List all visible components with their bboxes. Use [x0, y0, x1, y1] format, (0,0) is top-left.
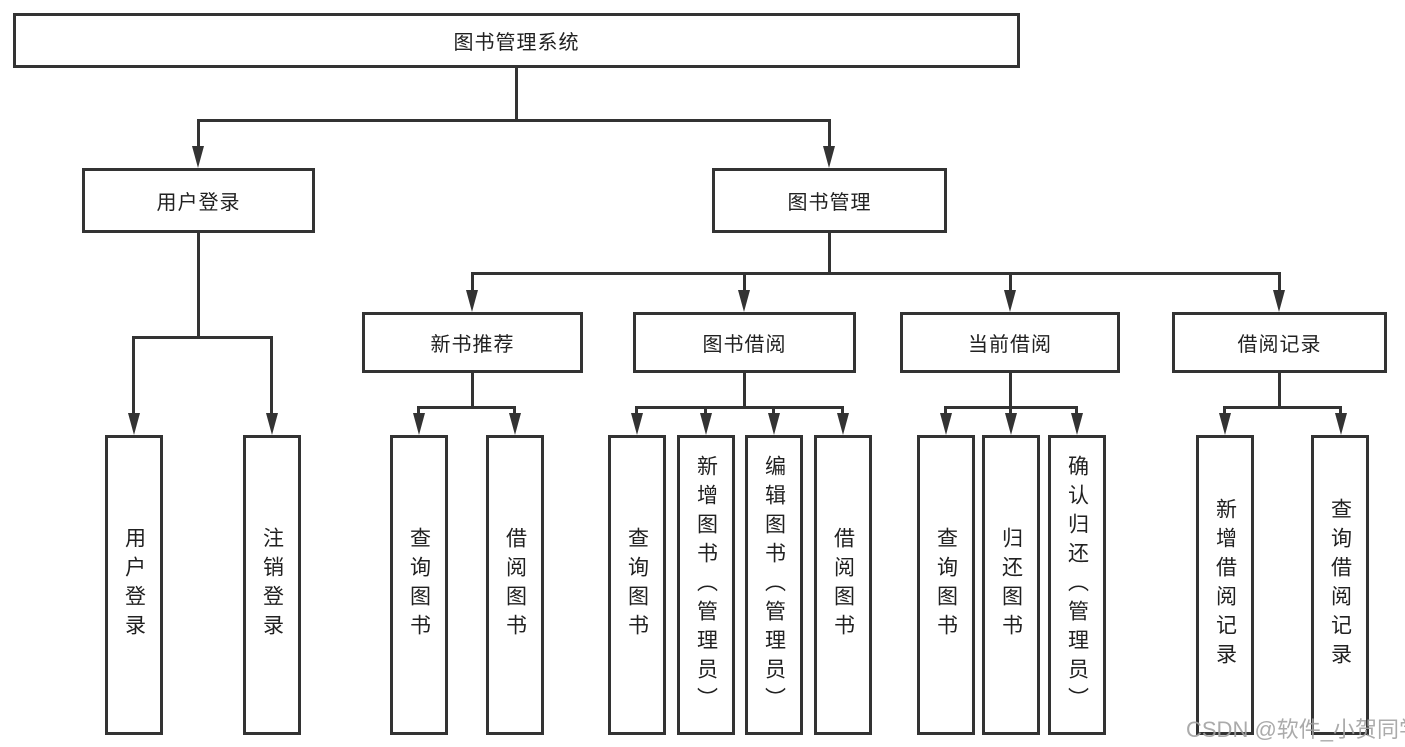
- leaf-label: 查询图书: [625, 527, 649, 643]
- arrow-down-icon: [940, 413, 952, 435]
- arrow-down-icon: [1004, 290, 1016, 312]
- leaf-borrow-books: 借阅图书: [814, 435, 872, 735]
- node-book-management: 图书管理: [712, 168, 947, 233]
- connector-book-mgmt-bar: [471, 272, 1281, 275]
- connector-drop: [704, 406, 707, 418]
- node-new-book-recommend-label: 新书推荐: [430, 334, 515, 356]
- connector-drop: [471, 272, 474, 296]
- leaf-logout: 注销登录: [243, 435, 301, 735]
- leaf-edit-books-admin: 编辑图书（管理员）: [745, 435, 803, 735]
- connector-drop: [1075, 406, 1078, 418]
- leaf-label: 新增图书（管理员）: [694, 454, 718, 716]
- leaf-query-books-borrow: 查询图书: [608, 435, 666, 735]
- node-book-borrow: 图书借阅: [633, 312, 856, 373]
- node-book-borrow-label: 图书借阅: [702, 334, 787, 356]
- node-new-book-recommend: 新书推荐: [362, 312, 583, 373]
- connector-drop: [132, 336, 135, 418]
- leaf-label: 查询借阅记录: [1328, 498, 1352, 672]
- connector-bar: [635, 406, 843, 409]
- leaf-user-login: 用户登录: [105, 435, 163, 735]
- connector-drop: [944, 406, 947, 418]
- leaf-label: 确认归还（管理员）: [1065, 454, 1089, 716]
- connector-user-login-drop: [197, 119, 200, 150]
- leaf-label: 归还图书: [999, 527, 1023, 643]
- arrow-down-icon: [1219, 413, 1231, 435]
- connector-book-mgmt-stem: [828, 232, 831, 275]
- arrow-down-icon: [738, 290, 750, 312]
- leaf-label: 借阅图书: [831, 527, 855, 643]
- arrow-down-icon: [837, 413, 849, 435]
- node-user-login-label: 用户登录: [156, 192, 241, 214]
- csdn-watermark: CSDN @软件_小贺同学: [1186, 717, 1405, 742]
- node-book-management-label: 图书管理: [787, 192, 872, 214]
- node-root-label: 图书管理系统: [453, 32, 580, 54]
- arrow-down-icon: [631, 413, 643, 435]
- leaf-label: 借阅图书: [503, 527, 527, 643]
- connector-user-login-bar: [132, 336, 273, 339]
- leaf-query-books-current: 查询图书: [917, 435, 975, 735]
- node-user-login: 用户登录: [82, 168, 315, 233]
- arrow-down-icon: [823, 146, 835, 168]
- arrow-down-icon: [1071, 413, 1083, 435]
- arrow-down-icon: [700, 413, 712, 435]
- arrow-down-icon: [466, 290, 478, 312]
- leaf-label: 查询图书: [934, 527, 958, 643]
- node-root-system: 图书管理系统: [13, 13, 1020, 68]
- connector-bar: [1223, 406, 1341, 409]
- connector-drop: [1339, 406, 1342, 418]
- arrow-down-icon: [1273, 290, 1285, 312]
- connector-bar: [417, 406, 516, 409]
- connector-drop: [1223, 406, 1226, 418]
- arrow-down-icon: [509, 413, 521, 435]
- connector-drop: [635, 406, 638, 418]
- connector-stem: [471, 373, 474, 409]
- arrow-down-icon: [413, 413, 425, 435]
- connector-root-bar: [197, 119, 830, 122]
- connector-drop: [1009, 406, 1012, 418]
- connector-root-stem: [515, 68, 518, 120]
- leaf-query-borrow-record: 查询借阅记录: [1311, 435, 1369, 735]
- connector-drop: [841, 406, 844, 418]
- connector-stem: [1009, 373, 1012, 409]
- leaf-borrow-books-recommend: 借阅图书: [486, 435, 544, 735]
- node-borrow-records: 借阅记录: [1172, 312, 1387, 373]
- connector-drop: [270, 336, 273, 418]
- leaf-label: 查询图书: [407, 527, 431, 643]
- leaf-add-borrow-record: 新增借阅记录: [1196, 435, 1254, 735]
- connector-stem: [743, 373, 746, 409]
- arrow-down-icon: [128, 413, 140, 435]
- node-borrow-records-label: 借阅记录: [1237, 334, 1322, 356]
- leaf-label: 编辑图书（管理员）: [762, 454, 786, 716]
- arrow-down-icon: [192, 146, 204, 168]
- connector-drop: [1009, 272, 1012, 296]
- connector-drop: [513, 406, 516, 418]
- leaf-label: 注销登录: [260, 527, 284, 643]
- connector-book-mgmt-drop: [828, 119, 831, 150]
- connector-drop: [1278, 272, 1281, 296]
- arrow-down-icon: [1335, 413, 1347, 435]
- leaf-confirm-return-admin: 确认归还（管理员）: [1048, 435, 1106, 735]
- connector-drop: [772, 406, 775, 418]
- connector-drop: [417, 406, 420, 418]
- leaf-query-books-recommend: 查询图书: [390, 435, 448, 735]
- connector-stem: [1278, 373, 1281, 409]
- connector-user-login-stem: [197, 233, 200, 338]
- connector-drop: [743, 272, 746, 296]
- leaf-add-books-admin: 新增图书（管理员）: [677, 435, 735, 735]
- node-current-borrow: 当前借阅: [900, 312, 1120, 373]
- leaf-return-books: 归还图书: [982, 435, 1040, 735]
- arrow-down-icon: [1005, 413, 1017, 435]
- arrow-down-icon: [768, 413, 780, 435]
- leaf-label: 用户登录: [122, 527, 146, 643]
- leaf-label: 新增借阅记录: [1213, 498, 1237, 672]
- node-current-borrow-label: 当前借阅: [968, 334, 1052, 356]
- arrow-down-icon: [266, 413, 278, 435]
